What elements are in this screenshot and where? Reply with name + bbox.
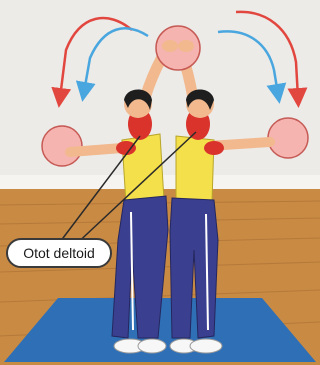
ball-icon xyxy=(268,118,308,158)
deltoid-callout-label: Otot deltoid xyxy=(6,238,112,268)
deltoid-muscle xyxy=(204,141,224,155)
ball-icon xyxy=(42,126,82,166)
deltoid-muscle xyxy=(116,141,136,155)
